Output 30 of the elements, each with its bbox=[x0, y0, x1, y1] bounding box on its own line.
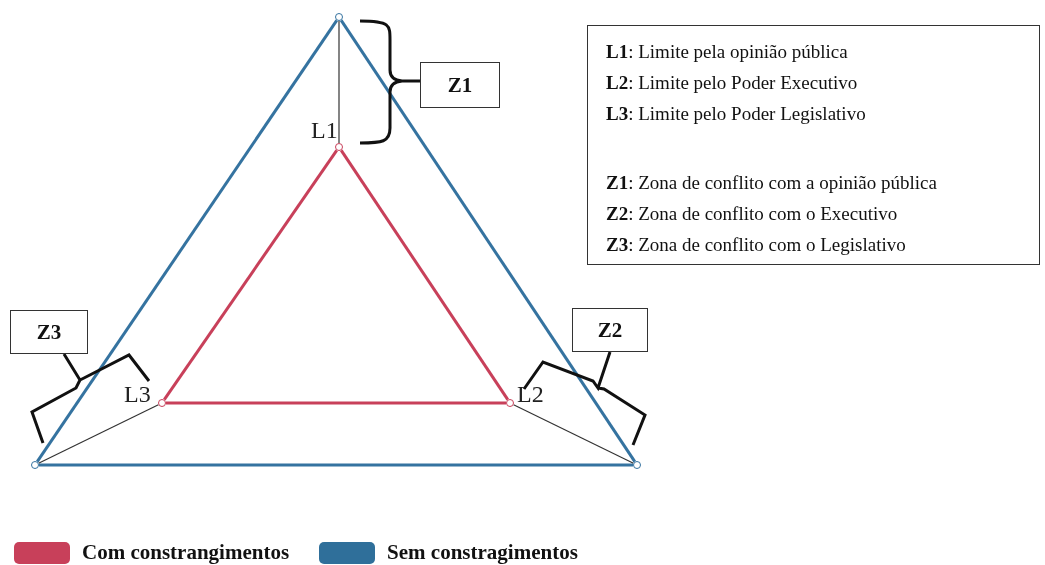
triangle-side bbox=[166, 401, 506, 405]
zone-label-box: Z1 bbox=[420, 62, 500, 108]
vertex-label: L2 bbox=[517, 382, 544, 406]
vertex-dot bbox=[31, 461, 39, 469]
connector-line bbox=[513, 404, 634, 464]
vertex-dot bbox=[158, 399, 166, 407]
definition-text: Z3: Zona de conflito com o Legislativo bbox=[606, 233, 907, 257]
definition-text: Z2: Zona de conflito com o Executivo bbox=[606, 202, 899, 226]
connector-line bbox=[338, 20, 340, 144]
legend-text: Com constrangimentos bbox=[82, 540, 290, 565]
legend-text: Sem constragimentos bbox=[387, 540, 578, 565]
connector-line bbox=[38, 404, 159, 464]
definition-text: L2: Limite pelo Poder Executivo bbox=[606, 71, 859, 95]
vertex-dot bbox=[506, 399, 514, 407]
zone-label-box: Z3 bbox=[10, 310, 88, 354]
zone-label-box: Z2 bbox=[572, 308, 648, 352]
triangle-side bbox=[339, 149, 510, 401]
vertex-label: L1 bbox=[311, 118, 338, 142]
triangle-side bbox=[163, 149, 338, 401]
definition-text: L3: Limite pelo Poder Legislativo bbox=[606, 102, 867, 126]
vertex-dot bbox=[633, 461, 641, 469]
triangle-side bbox=[36, 19, 338, 463]
triangle-side bbox=[339, 19, 637, 463]
definition-text: L1: Limite pela opinião pública bbox=[606, 40, 849, 64]
vertex-dot bbox=[335, 13, 343, 21]
definition-text: Z1: Zona de conflito com a opinião pública bbox=[606, 171, 938, 195]
triangle-side bbox=[39, 463, 633, 467]
vertex-label: L3 bbox=[124, 382, 151, 406]
legend-box bbox=[587, 25, 1040, 265]
vertex-dot bbox=[335, 143, 343, 151]
